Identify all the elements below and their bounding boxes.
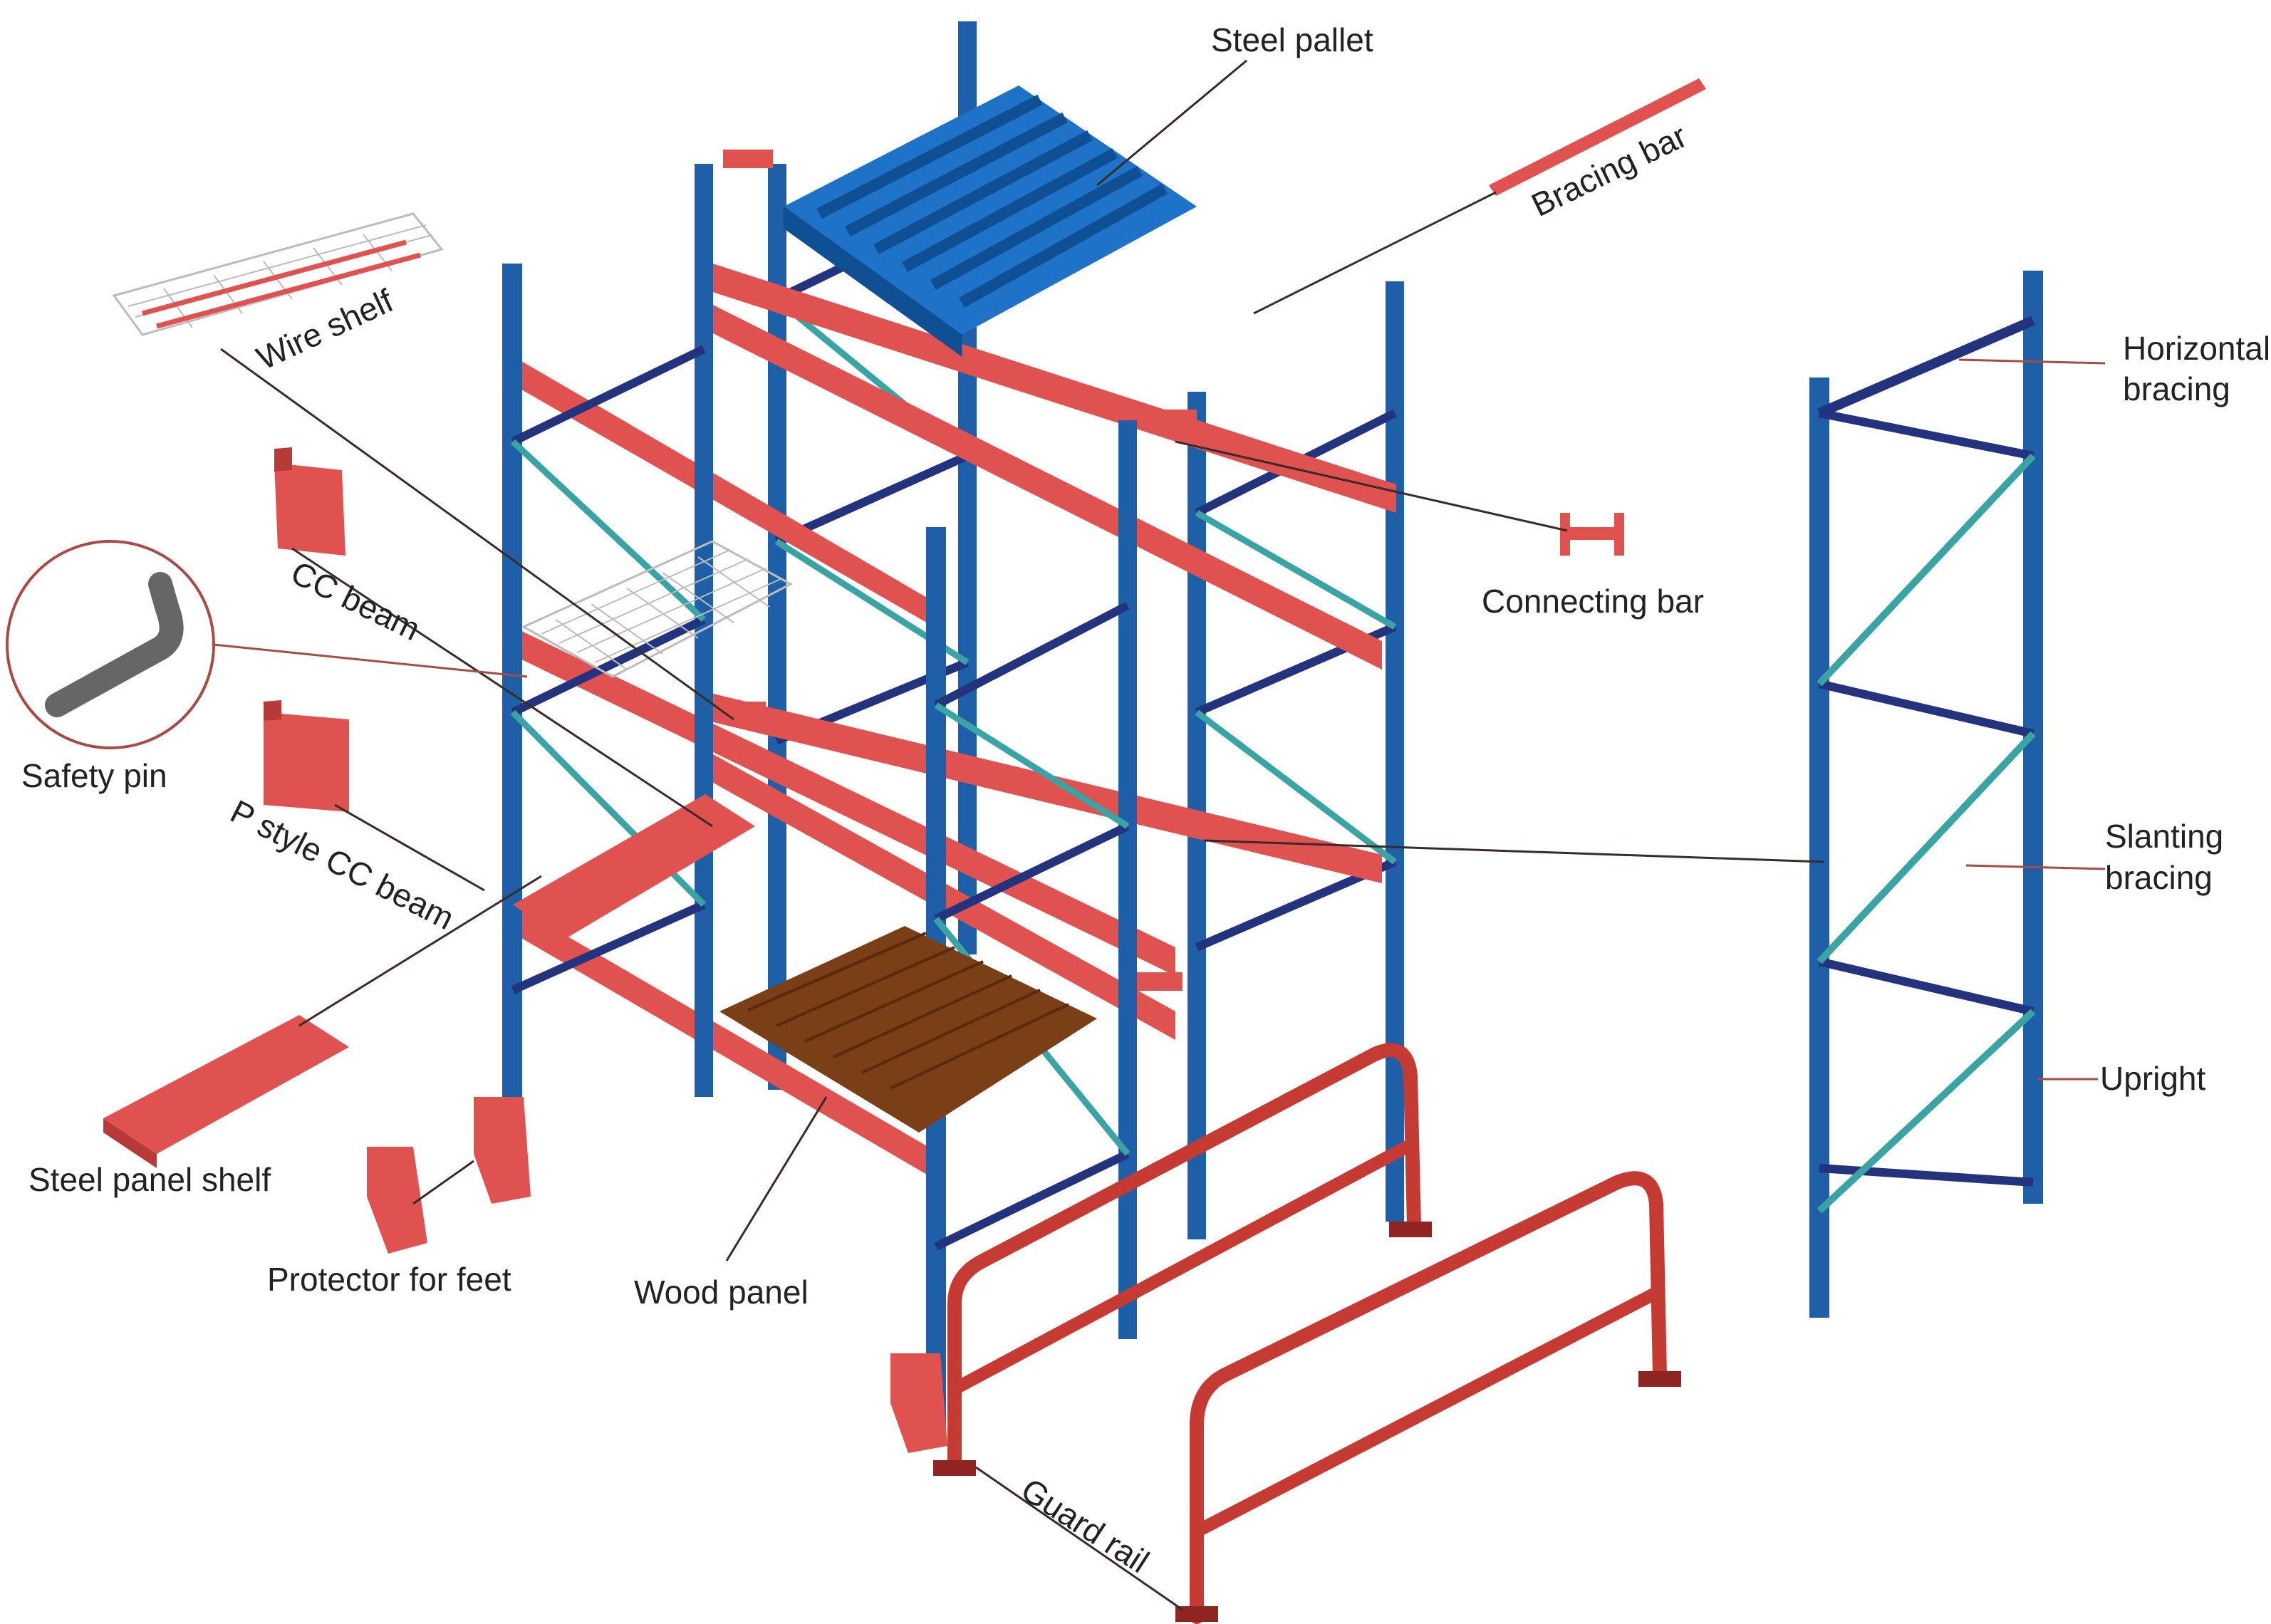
label-guard-rail: Guard rail bbox=[1015, 1471, 1156, 1581]
horizontal-bracing bbox=[1819, 1164, 2034, 1187]
label-connecting-bar: Connecting bar bbox=[1482, 583, 1704, 620]
label-upright: Upright bbox=[2100, 1060, 2206, 1097]
label-steel-panel-shelf: Steel panel shelf bbox=[28, 1161, 271, 1198]
connecting-bar-part bbox=[1560, 513, 1624, 556]
p-style-cc-beam-part bbox=[264, 700, 349, 812]
guard-rail bbox=[947, 1043, 1667, 1624]
cc-beams bbox=[513, 150, 1396, 1182]
safety-pin-callout bbox=[6, 540, 215, 749]
slanting-bracing bbox=[1817, 731, 2036, 964]
connecting-bar bbox=[1133, 410, 1197, 428]
foot-protector-part bbox=[367, 1147, 427, 1254]
cc-beam bbox=[513, 356, 940, 630]
label-steel-pallet: Steel pallet bbox=[1211, 21, 1373, 58]
label-protector-for-feet: Protector for feet bbox=[267, 1261, 511, 1298]
cc-beam bbox=[513, 905, 940, 1182]
connecting-bar bbox=[723, 150, 773, 168]
cc-beam bbox=[702, 691, 1382, 883]
horizontal-bracing bbox=[1818, 957, 2034, 1016]
label-slanting-bracing-line2: bracing bbox=[2105, 859, 2213, 896]
label-p-style-cc-beam: P style CC beam bbox=[224, 793, 459, 937]
label-slanting-bracing-line1: Slanting bbox=[2105, 818, 2223, 855]
wood-panel bbox=[719, 926, 1097, 1133]
cc-beam bbox=[702, 299, 1382, 670]
horizontal-bracing bbox=[1818, 409, 2034, 460]
horizontal-bracing bbox=[1817, 316, 2035, 418]
upright bbox=[1809, 378, 1829, 1318]
steel-panel-mounted bbox=[513, 794, 755, 940]
connecting-bar bbox=[1133, 972, 1183, 991]
slanting-bracing bbox=[1817, 1009, 2036, 1214]
label-horizontal-bracing-line1: Horizontal bbox=[2123, 330, 2270, 367]
slanting-bracing bbox=[1817, 453, 2036, 687]
cc-beam bbox=[702, 260, 1396, 513]
steel-panel-shelf-part-edge bbox=[103, 1118, 157, 1168]
horizontal-bracing bbox=[1818, 680, 2034, 738]
foot-protector bbox=[474, 1097, 531, 1204]
foot-protector bbox=[890, 1353, 947, 1453]
label-horizontal-bracing-line2: bracing bbox=[2123, 370, 2230, 407]
upright bbox=[1118, 420, 1137, 1339]
upright-frame-detached bbox=[1809, 271, 2043, 1318]
safety-pin-icon bbox=[45, 572, 184, 717]
upright bbox=[1386, 281, 1404, 1222]
bracing-bar-part bbox=[1489, 78, 1706, 196]
wire-shelf bbox=[112, 212, 444, 336]
label-safety-pin: Safety pin bbox=[21, 757, 167, 794]
steel-pallet bbox=[783, 85, 1197, 357]
cc-beam bbox=[513, 627, 1175, 976]
upright bbox=[768, 164, 786, 1090]
wire-shelf-mounted bbox=[521, 540, 794, 678]
cc-beam-part bbox=[274, 447, 345, 556]
label-cc-beam: CC beam bbox=[286, 553, 426, 647]
label-wood-panel: Wood panel bbox=[634, 1274, 809, 1311]
steel-panel-shelf-part bbox=[103, 1015, 349, 1154]
